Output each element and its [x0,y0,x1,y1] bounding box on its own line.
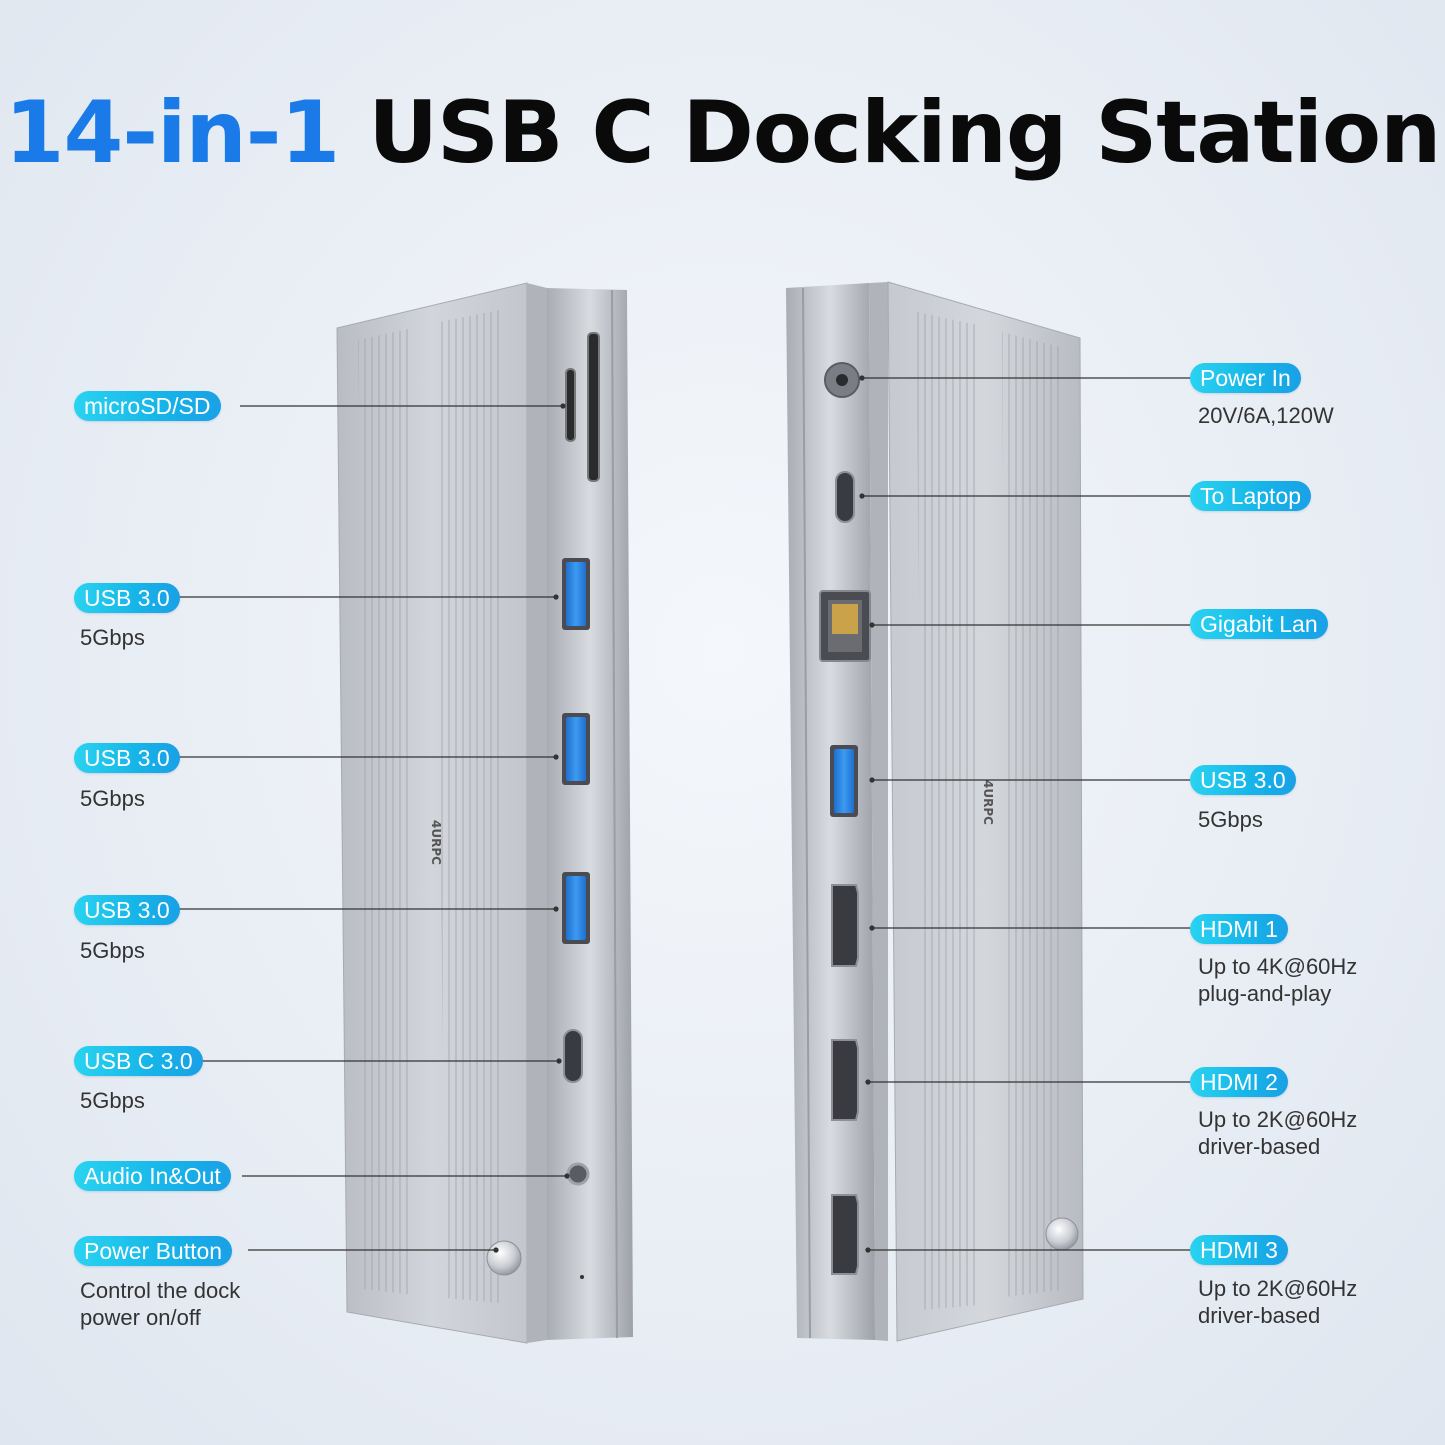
label-usb-3-0-b: USB 3.0 [74,743,180,773]
label-usb-3-0-right-speed: 5Gbps [1198,807,1263,832]
label-usb-3-0-b-speed: 5Gbps [80,786,145,811]
label-power-button: Power Button [74,1236,233,1266]
label-usb-3-0-a-speed: 5Gbps [80,625,145,650]
label-to-laptop: To Laptop [1190,481,1312,511]
left-dock-unit: 4URPC [336,282,633,1344]
label-power-in: Power In [1190,363,1301,393]
label-power-in-spec: 20V/6A,120W [1198,403,1334,428]
brand-mark-left: 4URPC [429,820,443,865]
label-usb-c-3-0: USB C 3.0 [74,1046,203,1076]
title-accent: 14-in-1 [4,83,341,183]
label-usb-3-0-a: USB 3.0 [74,583,180,613]
label-hdmi-3: HDMI 3 [1190,1235,1288,1265]
label-hdmi-3-spec-2: driver-based [1198,1303,1321,1328]
label-hdmi-2-spec-1: Up to 2K@60Hz [1198,1107,1358,1132]
page-title: 14-in-1 USB C Docking Station [0,78,1445,188]
label-hdmi-3-spec-1: Up to 2K@60Hz [1198,1276,1358,1301]
title-main: USB C Docking Station [368,83,1441,183]
label-usb-3-0-right: USB 3.0 [1190,765,1296,795]
label-power-button-desc-1: Control the dock [80,1278,241,1303]
label-microsd-sd: microSD/SD [74,391,221,421]
label-power-button-desc-2: power on/off [80,1305,201,1330]
label-usb-3-0-c: USB 3.0 [74,895,180,925]
label-hdmi-1-spec-1: Up to 4K@60Hz [1198,954,1358,979]
brand-mark-right: 4URPC [981,780,995,825]
right-dock-unit: 4URPC [786,281,1084,1342]
left-leader-lines [176,403,570,1253]
label-audio-in-out: Audio In&Out [74,1161,231,1191]
label-hdmi-1-spec-2: plug-and-play [1198,981,1332,1006]
label-usb-3-0-c-speed: 5Gbps [80,938,145,963]
label-hdmi-2-spec-2: driver-based [1198,1134,1321,1159]
label-gigabit-lan: Gigabit Lan [1190,609,1328,639]
label-hdmi-1: HDMI 1 [1190,914,1288,944]
right-leader-lines [859,375,1190,1253]
label-usb-c-3-0-speed: 5Gbps [80,1088,145,1113]
label-hdmi-2: HDMI 2 [1190,1067,1288,1097]
